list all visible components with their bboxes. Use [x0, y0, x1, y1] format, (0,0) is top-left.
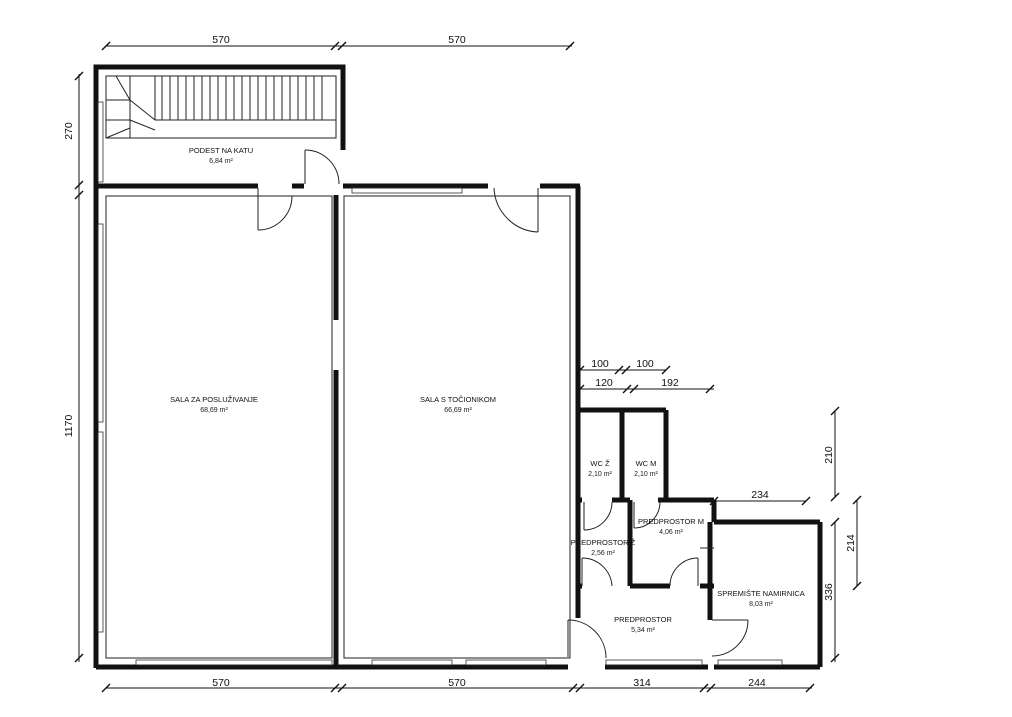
room-labels: PODEST NA KATU 6,84 m² SALA ZA POSLUŽIVA…: [170, 146, 805, 634]
dim-left-upper: 270: [63, 122, 75, 140]
dim-bottom-2: 570: [448, 677, 466, 689]
room-name-podest: PODEST NA KATU: [189, 146, 253, 155]
dim-right-4: 336: [823, 583, 835, 601]
room-name-wc-m: WC M: [636, 459, 657, 468]
room-area-podest: 6,84 m²: [209, 158, 233, 165]
room-area-predprostor-z: 2,56 m²: [591, 550, 615, 557]
room-name-sala-posluzivanje: SALA ZA POSLUŽIVANJE: [170, 395, 258, 404]
dim-bottom-1: 570: [212, 677, 230, 689]
dim-wc-4: 192: [661, 377, 679, 389]
dim-top-left: 570: [212, 34, 230, 46]
room-name-sala-tocionik: SALA S TOČIONIKOM: [420, 395, 496, 404]
room-area-sala-posluzivanje: 68,69 m²: [200, 407, 228, 414]
room-name-predprostor: PREDPROSTOR: [614, 615, 672, 624]
dim-wc-2: 100: [636, 358, 654, 370]
walls: [93, 64, 823, 670]
room-name-wc-z: WC Ž: [590, 459, 610, 468]
room-name-spremiste: SPREMIŠTE NAMIRNICA: [717, 589, 805, 598]
dim-right-2: 234: [751, 489, 769, 501]
room-area-predprostor-m: 4,06 m²: [659, 529, 683, 536]
room-area-wc-m: 2,10 m²: [634, 471, 658, 478]
stairs: [105, 75, 337, 139]
dim-wc-1: 100: [591, 358, 609, 370]
doors: [257, 149, 749, 659]
room-area-wc-z: 2,10 m²: [588, 471, 612, 478]
dimension-lines: [74, 41, 862, 693]
dim-top-right: 570: [448, 34, 466, 46]
room-name-predprostor-z: PREDPROSTOR Ž: [571, 538, 636, 547]
dimension-labels: 570 570 270 1170 570 570 314 244 100 100…: [63, 34, 857, 689]
dim-right-3: 214: [845, 534, 857, 552]
room-area-spremiste: 8,03 m²: [749, 601, 773, 608]
room-area-sala-tocionik: 66,69 m²: [444, 407, 472, 414]
windows: [97, 101, 783, 666]
dim-right-1: 210: [823, 446, 835, 464]
dim-bottom-4: 244: [748, 677, 766, 689]
dim-left-main: 1170: [63, 415, 75, 438]
room-area-predprostor: 5,34 m²: [631, 627, 655, 634]
dim-wc-3: 120: [595, 377, 613, 389]
room-name-predprostor-m: PREDPROSTOR M: [638, 517, 704, 526]
dim-bottom-3: 314: [633, 677, 651, 689]
